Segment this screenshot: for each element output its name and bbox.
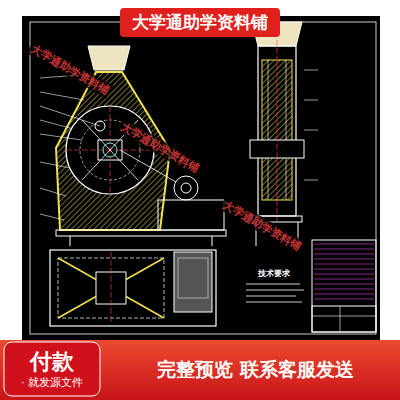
table-rule — [314, 274, 374, 275]
tech-note-heading: 技术要求 — [256, 268, 292, 279]
table-rule — [314, 259, 374, 260]
node-title: 付款 — [21, 348, 83, 376]
table-rule — [314, 269, 374, 270]
payment-box: 付款· 就发源文件 — [17, 346, 87, 391]
table-rule — [314, 249, 374, 250]
contact-band: 完整预览 联系客服发送 — [153, 356, 358, 384]
table-rule — [314, 299, 374, 300]
table-rule — [314, 294, 374, 295]
shop-banner: 大学通助学资料铺 — [120, 8, 280, 37]
table-rule — [314, 264, 374, 265]
table-rule — [314, 254, 374, 255]
node-title: 大学通助学资料铺 — [132, 12, 268, 33]
table-rule — [314, 244, 374, 245]
node-title: 完整预览 联系客服发送 — [157, 358, 354, 382]
table-rule — [314, 284, 374, 285]
table-rule — [314, 289, 374, 290]
node-subtitle: · 就发源文件 — [21, 376, 83, 390]
table-rule — [314, 279, 374, 280]
